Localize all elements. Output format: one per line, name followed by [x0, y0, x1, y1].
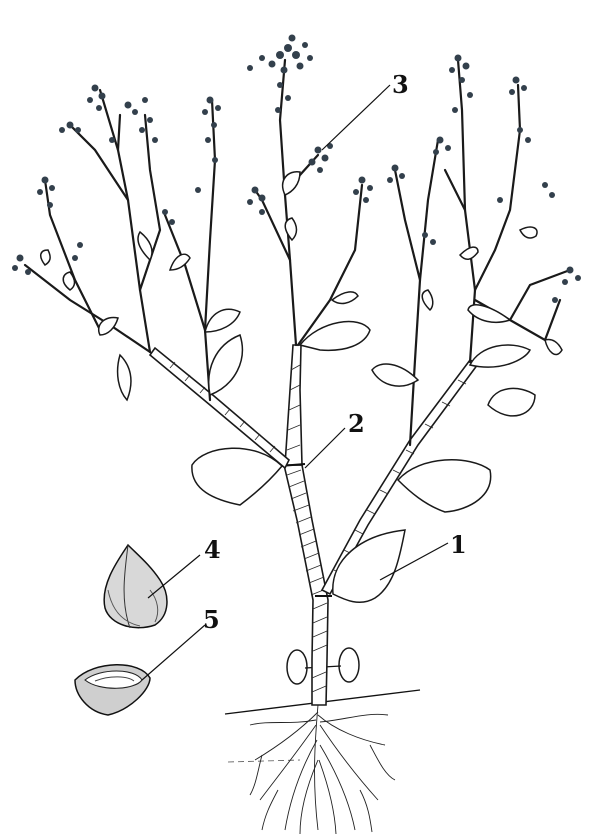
- leaf-left-large: [192, 448, 282, 505]
- upper-stem: [280, 345, 305, 466]
- label-2: 2: [348, 409, 365, 438]
- leader-line-5: [142, 625, 205, 680]
- cluster-mid-right: [353, 165, 436, 246]
- cluster-left-2: [125, 97, 159, 143]
- label-4: 4: [204, 535, 221, 564]
- cluster-far-right: [497, 77, 581, 304]
- leader-line-2: [305, 428, 345, 468]
- cluster-top-center: [247, 35, 313, 114]
- flower-clusters: [12, 35, 581, 304]
- cluster-label-3: [309, 143, 334, 173]
- leader-line-3: [322, 85, 390, 150]
- leaf-left-mid: [209, 335, 243, 395]
- cluster-right-top: [433, 55, 473, 156]
- root-system: [250, 705, 395, 834]
- label-3: 3: [392, 70, 409, 99]
- fruit-section-drawing: [75, 665, 150, 715]
- label-1: 1: [450, 530, 467, 559]
- cotyledon-right: [339, 648, 359, 682]
- leaf-right-large: [398, 460, 491, 512]
- fruit-drawing: [104, 545, 167, 628]
- cotyledon-left: [287, 650, 307, 684]
- leaf-lower-right: [333, 530, 405, 602]
- label-5: 5: [203, 605, 220, 634]
